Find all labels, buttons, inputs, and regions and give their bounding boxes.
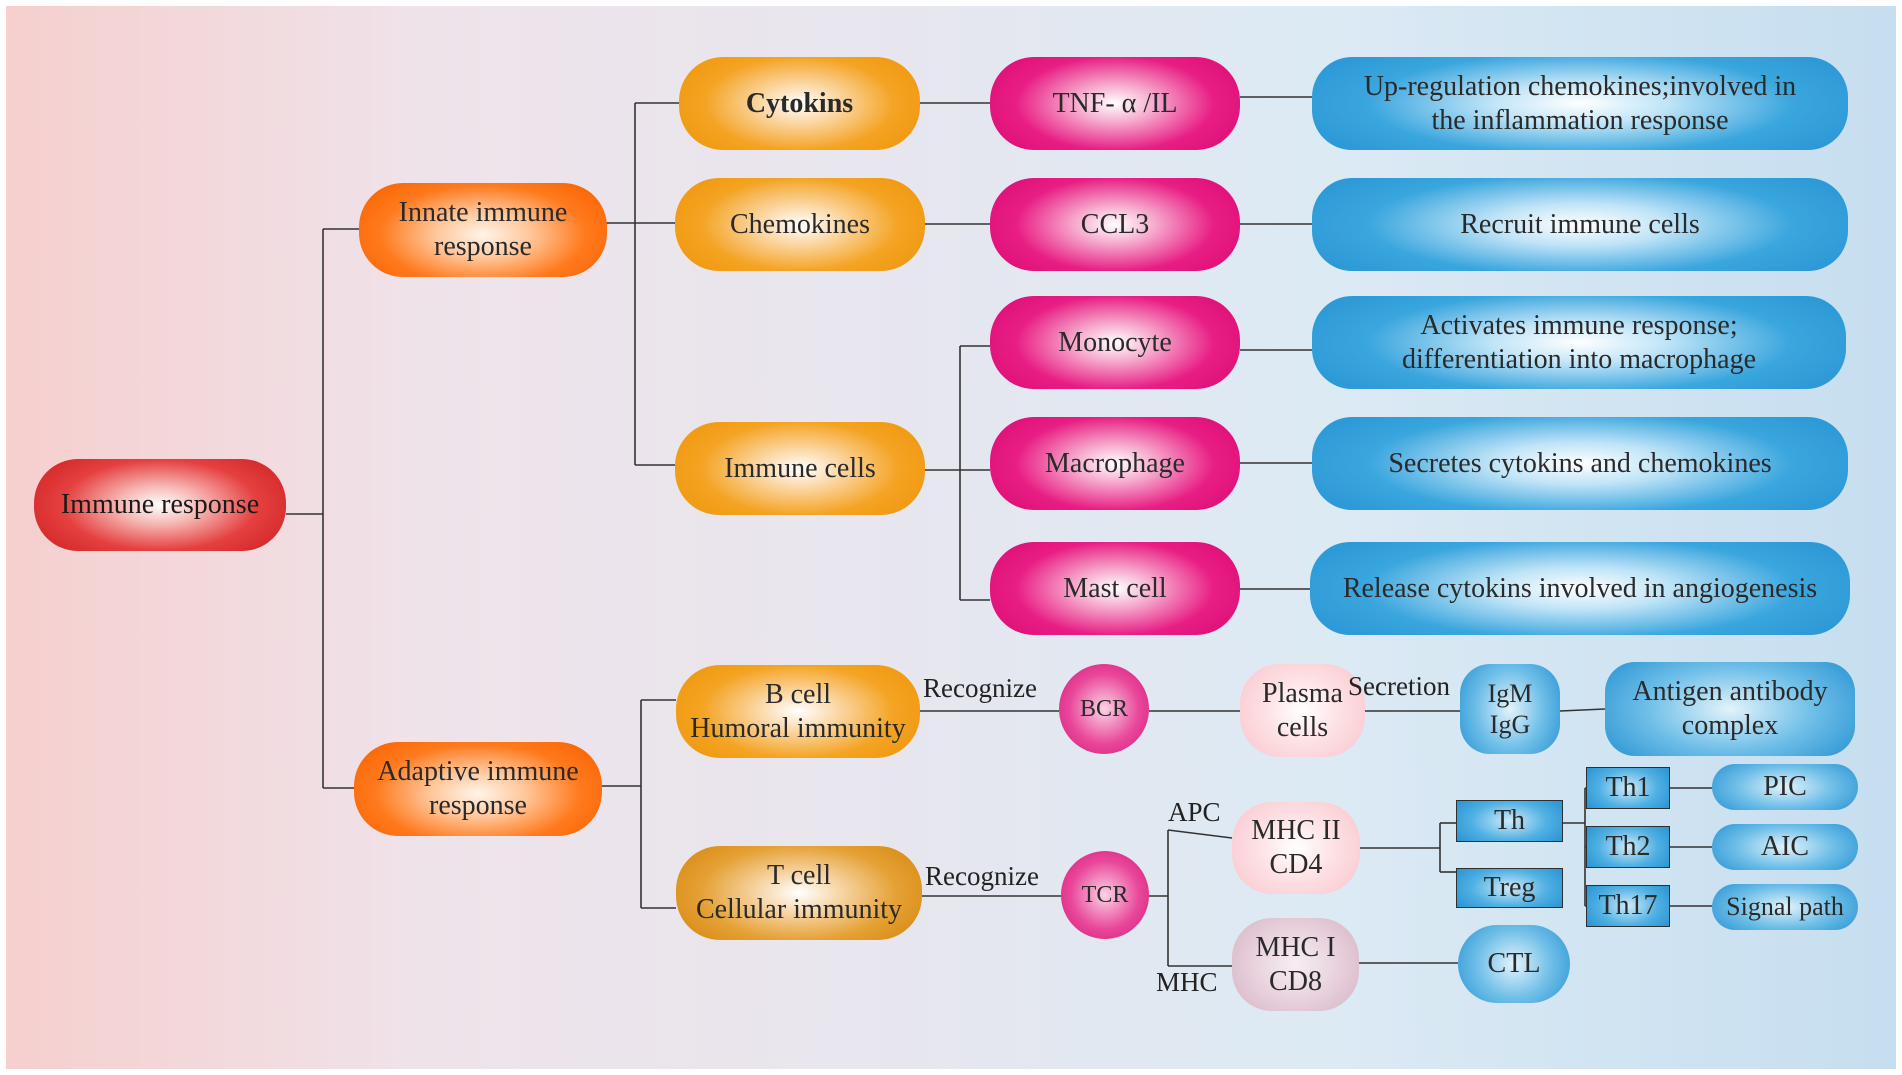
macrophage-node: Macrophage [990,417,1240,510]
monocyte-node: Monocyte [990,296,1240,389]
tcr-node: TCR [1061,851,1149,939]
innate-immune-response-node: Innate immune response [359,183,607,277]
b-recognize-label: Recognize [923,673,1037,703]
cytokins-function-node: Up-regulation chemokines;involved in the… [1312,57,1848,150]
th17-node: Th17 [1586,885,1670,927]
macrophage-function-node: Secretes cytokins and chemokines [1312,417,1848,510]
mhc-label: MHC [1156,967,1218,997]
cytokins-node: Cytokins [679,57,920,150]
t-recognize-label: Recognize [925,861,1039,891]
b-cell-node: B cell Humoral immunity [676,665,920,758]
t-cell-node: T cell Cellular immunity [676,846,922,940]
antigen-antibody-complex-node: Antigen antibody complex [1605,662,1855,756]
chemokines-node: Chemokines [675,178,925,271]
chemokines-function-node: Recruit immune cells [1312,178,1848,271]
apc-label: APC [1168,797,1221,827]
aic-node: AIC [1712,824,1858,870]
ctl-node: CTL [1458,925,1570,1003]
pic-node: PIC [1712,764,1858,810]
igm-igg-node: IgM IgG [1460,664,1560,754]
ccl3-node: CCL3 [990,178,1240,271]
adaptive-immune-response-node: Adaptive immune response [354,742,602,836]
mast-cell-node: Mast cell [990,542,1240,635]
secretion-label: Secretion [1348,671,1450,701]
mhc2-cd4-node: MHC II CD4 [1232,802,1360,894]
immune-cells-node: Immune cells [675,422,925,515]
th1-node: Th1 [1586,767,1670,809]
plasma-cells-node: Plasma cells [1240,664,1365,757]
monocyte-function-node: Activates immune response; differentiati… [1312,296,1846,389]
mast-cell-function-node: Release cytokins involved in angiogenesi… [1310,542,1850,635]
signal-path-node: Signal path [1712,884,1858,930]
immune-response-node: Immune response [34,459,286,551]
bcr-node: BCR [1059,664,1149,754]
tnf-il-node: TNF- α /IL [990,57,1240,150]
th2-node: Th2 [1586,826,1670,868]
th-node: Th [1456,800,1563,842]
treg-node: Treg [1456,868,1563,908]
mhc1-cd8-node: MHC I CD8 [1232,918,1359,1011]
